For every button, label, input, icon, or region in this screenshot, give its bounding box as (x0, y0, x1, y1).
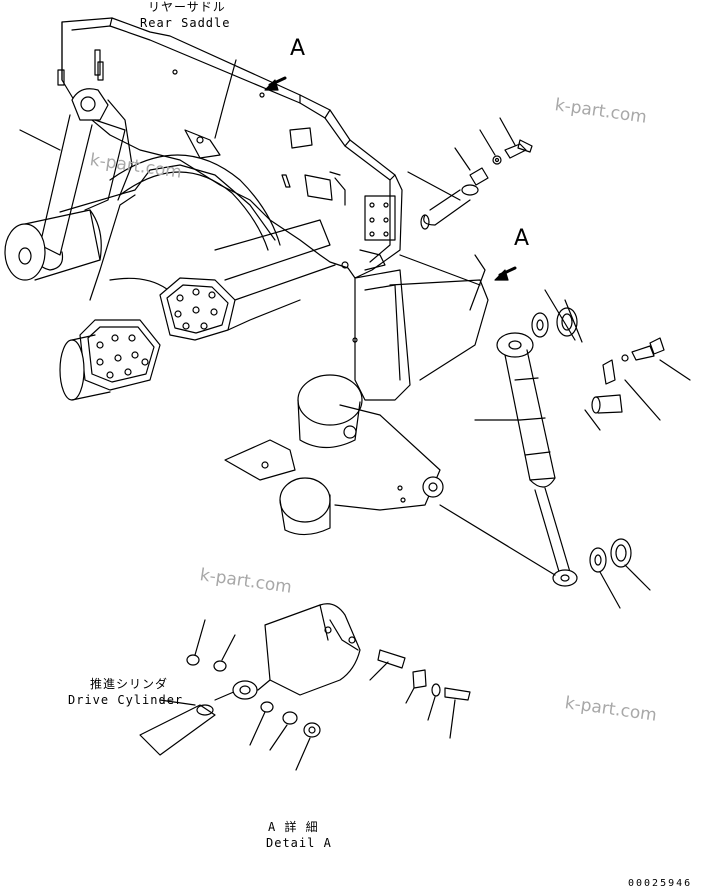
detail-a-label-jp: A 詳 細 (268, 820, 319, 834)
lower-right-bracket (224, 269, 489, 536)
drive-cylinder-label-jp: 推進シリンダ (90, 677, 169, 691)
rear-saddle-frame (57, 17, 403, 279)
drive-cylinder-label-en: Drive Cylinder (68, 693, 184, 707)
detail-a-drawing (139, 603, 471, 771)
view-arrow-a-top (264, 76, 287, 91)
left-track-plate (59, 319, 161, 401)
view-a-label-top: A (290, 36, 306, 61)
view-arrow-a-right (469, 254, 517, 311)
view-a-label-right: A (514, 226, 530, 251)
rear-saddle-leader (214, 59, 237, 139)
left-cylinder-hub (4, 164, 276, 281)
right-track-plate (159, 219, 336, 341)
saddle-clip (184, 129, 221, 159)
left-link-arm (19, 88, 133, 271)
upper-loose-parts (407, 117, 533, 230)
detail-a-label-en: Detail A (266, 836, 332, 850)
drawing-number: 00025946 (628, 878, 693, 889)
hydraulic-cylinder (496, 332, 578, 587)
rear-saddle-label-jp: リヤーサドル (148, 0, 226, 14)
rear-saddle-label-en: Rear Saddle (140, 16, 231, 30)
right-loose-parts (399, 254, 691, 609)
